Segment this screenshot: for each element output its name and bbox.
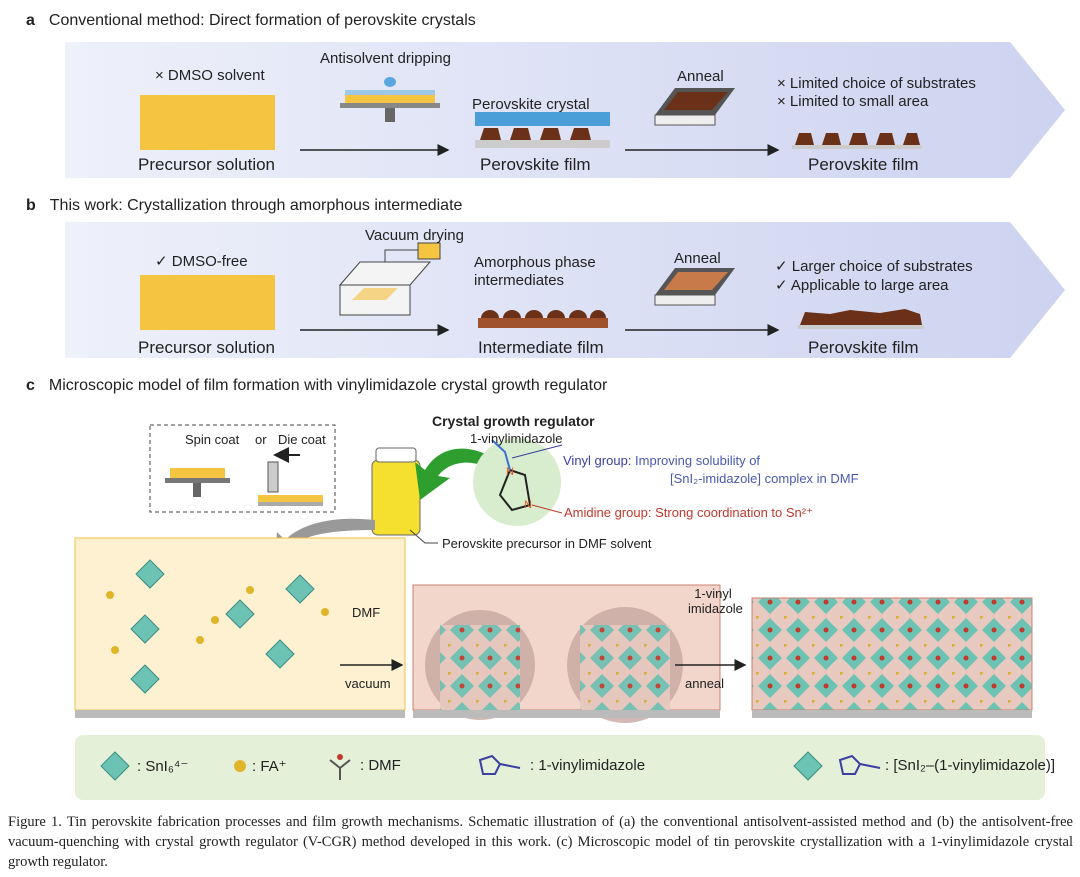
legend-sni6: : SnI₆⁴⁻ [137, 758, 189, 775]
regulator-title: Crystal growth regulator [432, 413, 595, 429]
b-step1-label: Precursor solution [138, 338, 276, 357]
b-process1: Vacuum drying [365, 227, 464, 244]
perovskite-lattice-box [751, 597, 1033, 711]
figure-caption: Figure 1. Tin perovskite fabrication pro… [8, 814, 1073, 870]
svg-text:N: N [524, 499, 532, 511]
a-process1: Antisolvent dripping [320, 50, 451, 67]
arrow1-top: DMF [352, 605, 381, 620]
perovskite-film-b [800, 309, 922, 325]
a-step2-note: Perovskite crystal [472, 96, 590, 113]
coating-die: Die coat [278, 432, 326, 447]
amidine-group-label: Amidine group: Strong coordination to Sn… [564, 505, 813, 520]
a-step2-label: Perovskite film [480, 155, 591, 174]
vinylimidazole-molecule [491, 439, 532, 512]
b-process2: Anneal [674, 250, 721, 267]
coating-spin: Spin coat [185, 432, 240, 447]
precursor-jar-icon [371, 447, 421, 536]
b-result-note-1: ✓ Larger choice of substrates [775, 258, 973, 275]
legend-band [75, 735, 1045, 800]
a-result-note-2: × Limited to small area [777, 93, 929, 110]
legend-vinylimidazole: : 1-vinylimidazole [530, 757, 646, 774]
coating-or: or [255, 432, 267, 447]
legend-fa: : FA⁺ [252, 758, 287, 775]
coating-inset [149, 424, 336, 513]
b-step1-note: ✓ DMSO-free [155, 253, 248, 270]
b-step3-label: Perovskite film [808, 338, 919, 357]
a-result-note-1: × Limited choice of substrates [777, 75, 976, 92]
arrow1-bottom: vacuum [345, 676, 391, 691]
hotplate-icon-a [654, 88, 735, 126]
precursor-solution-a [140, 95, 275, 150]
a-step1-note: × DMSO solvent [155, 67, 265, 84]
perovskite-film-a [475, 112, 610, 126]
hotplate-icon-b [654, 268, 735, 306]
legend-complex: : [SnI₂–(1-vinylimidazole)] [885, 757, 1056, 774]
panel-a-band [65, 42, 1065, 178]
spin-coater-icon [340, 77, 440, 122]
a-step3-label: Perovskite film [808, 155, 919, 174]
grey-arrow-icon [275, 518, 375, 560]
molecule-highlight [473, 438, 561, 526]
arrow2-top: 1-vinyl imidazole [688, 586, 743, 616]
vacuum-chamber-icon [338, 242, 441, 316]
intermediate-film [478, 318, 608, 328]
a-process2: Anneal [677, 68, 724, 85]
precursor-solution-b [140, 275, 275, 330]
regulator-name: 1-vinylimidazole [470, 431, 563, 446]
b-step2-label: Intermediate film [478, 338, 604, 357]
a-step1-label: Precursor solution [138, 155, 276, 174]
svg-text:N: N [506, 466, 514, 478]
vinyl-group-label: Vinyl group: Improving solubility of [563, 453, 761, 468]
vinyl-group-desc: [SnI₂-imidazole] complex in DMF [670, 471, 859, 486]
legend-dmf: : DMF [360, 757, 401, 774]
arrow2-bottom: anneal [685, 676, 725, 691]
b-step2-note: Amorphous phase intermediates [474, 254, 596, 289]
b-result-note-2: ✓ Applicable to large area [775, 277, 949, 294]
solution-molecules [106, 559, 329, 694]
jar-label: Perovskite precursor in DMF solvent [442, 536, 652, 551]
